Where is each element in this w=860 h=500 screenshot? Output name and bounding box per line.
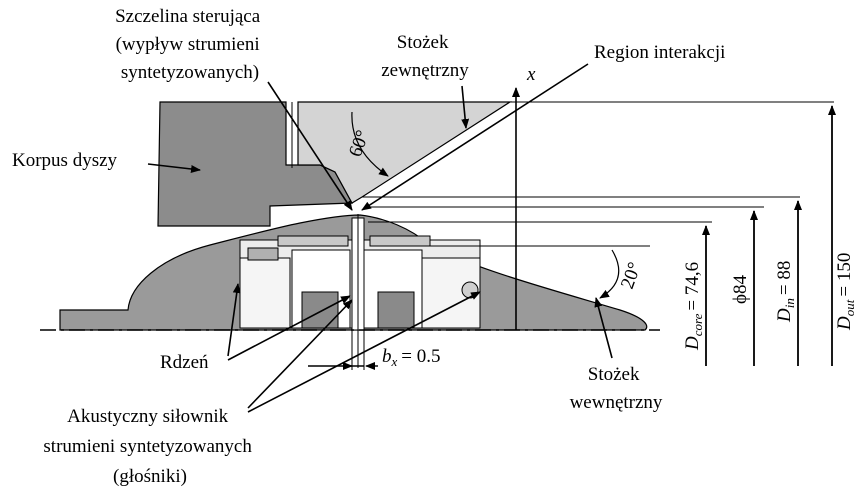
dimension-extension-lines bbox=[362, 101, 834, 247]
phi84-dimension-label: ϕ84 bbox=[730, 274, 751, 304]
bx-dimension-label: bx= 0.5 bbox=[382, 346, 441, 369]
actuator-label: Akustyczny siłownik strumieni syntetyzow… bbox=[43, 406, 256, 487]
angle-20-label: 20° bbox=[617, 260, 646, 292]
control-slot-label: Szczelina sterująca (wypływ strumieni sy… bbox=[115, 6, 265, 83]
outer-cone-shape bbox=[297, 101, 513, 204]
dimension-arrows bbox=[702, 105, 836, 366]
angle-60-arc bbox=[351, 111, 389, 177]
d-out-dimension-label: Dout= 150 bbox=[834, 253, 857, 331]
core-rod bbox=[351, 214, 365, 368]
angle-20-arc bbox=[599, 249, 620, 299]
nozzle-body-label: Korpus dyszy bbox=[12, 150, 118, 171]
leader-arrows bbox=[147, 63, 613, 413]
d-in-dimension-label: Din= 88 bbox=[774, 261, 797, 323]
d-core-dimension-label: Dcore= 74,6 bbox=[682, 262, 705, 351]
interaction-region-label: Region interakcji bbox=[594, 42, 725, 63]
core-label: Rdzeń bbox=[160, 352, 209, 373]
actuator-housing bbox=[239, 235, 481, 329]
inner-cone-label: Stożek wewnętrzny bbox=[570, 364, 663, 413]
outer-cone-label: Stożek zewnętrzny bbox=[381, 32, 469, 81]
x-axis-label: x bbox=[526, 64, 536, 85]
